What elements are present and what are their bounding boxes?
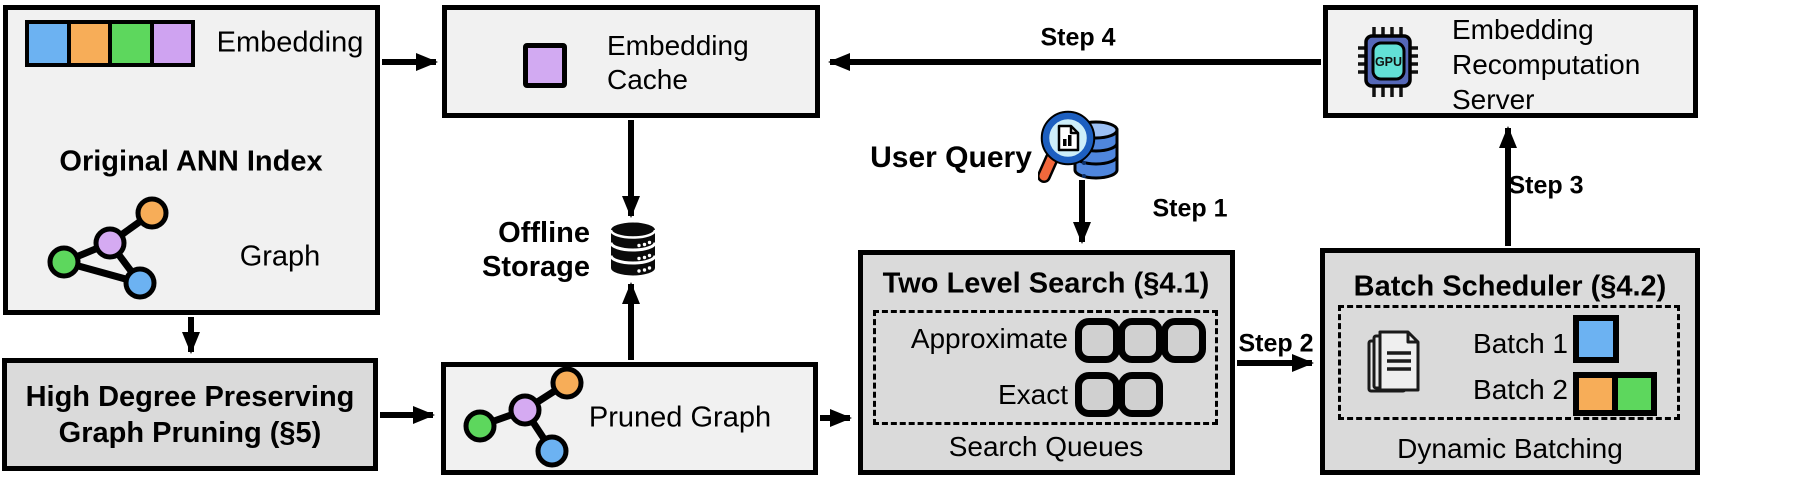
search-queues-dashed-region (873, 310, 1218, 425)
embedding-cache-box: Embedding Cache (442, 5, 820, 118)
embedding-cache-label: Embedding Cache (607, 30, 749, 95)
approximate-queue-slot (1118, 318, 1163, 363)
user-query-search-icon (1038, 110, 1119, 183)
graph-label: Graph (239, 240, 321, 273)
cached-embedding-icon (523, 43, 567, 88)
embedding-label: Embedding (216, 26, 364, 59)
user-query-label: User Query (870, 141, 1032, 174)
approximate-queue-slot (1161, 318, 1206, 363)
recomputation-server-box: GPU Embedding Recomputation Server (1323, 5, 1698, 118)
exact-label: Exact (997, 379, 1068, 410)
original-ann-index-title: Original ANN Index (59, 145, 323, 178)
offline-storage-label: Offline Storage (482, 217, 590, 283)
recomputation-server-label: Embedding Recomputation Server (1452, 14, 1641, 115)
original-ann-index-box: Embedding Original ANN Index Graph (3, 5, 380, 315)
pruned-graph-box: Pruned Graph (441, 362, 818, 475)
graph-pruning-box: High Degree Preserving Graph Pruning (§5… (2, 358, 378, 471)
step3-label: Step 3 (1508, 171, 1584, 200)
embedding-vector-icon (25, 20, 195, 67)
batch2-orange-block (1573, 372, 1618, 416)
embedding-cell-green (112, 24, 150, 63)
offline-storage-database-icon (609, 222, 657, 276)
ann-graph-icon (47, 196, 169, 300)
batch1-blue-block (1573, 315, 1619, 363)
graph-pruning-label: High Degree Preserving Graph Pruning (§5… (25, 381, 355, 449)
gpu-icon-label: GPU (1375, 55, 1402, 69)
embedding-cell-blue (29, 24, 67, 63)
exact-queue-slot (1118, 372, 1163, 417)
gpu-chip-icon: GPU (1358, 27, 1418, 97)
embedding-cell-purple (153, 24, 191, 63)
query-documents-icon (1367, 330, 1420, 393)
approximate-queue-slot (1075, 318, 1120, 363)
two-level-search-box: Two Level Search (§4.1) Approximate Exac… (858, 250, 1235, 475)
pruned-graph-icon (463, 366, 584, 468)
batch-scheduler-title: Batch Scheduler (§4.2) (1353, 270, 1667, 303)
dynamic-batching-dashed-region (1338, 305, 1680, 420)
exact-queue-slot (1075, 372, 1120, 417)
batch2-label: Batch 2 (1473, 374, 1568, 405)
embedding-cell-orange (70, 24, 108, 63)
two-level-search-title: Two Level Search (§4.1) (882, 267, 1210, 300)
step2-label: Step 2 (1238, 329, 1314, 358)
pruned-graph-label: Pruned Graph (588, 401, 772, 434)
search-queues-label: Search Queues (948, 431, 1144, 462)
batch1-label: Batch 1 (1473, 328, 1568, 359)
batch2-green-block (1612, 372, 1657, 416)
dynamic-batching-label: Dynamic Batching (1397, 433, 1623, 464)
approximate-label: Approximate (910, 323, 1068, 354)
step1-label: Step 1 (1152, 194, 1228, 223)
step4-label: Step 4 (1040, 23, 1116, 52)
batch-scheduler-box: Batch Scheduler (§4.2) Batch 1 Batch 2 D… (1320, 248, 1700, 475)
